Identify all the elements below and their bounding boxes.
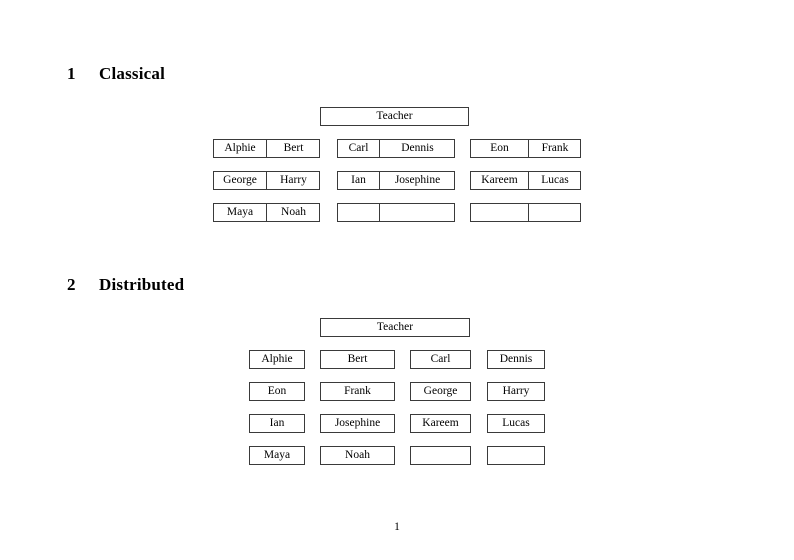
name-box[interactable]: Lucas <box>487 414 545 433</box>
pair-row[interactable]: Kareem Lucas <box>470 171 581 190</box>
name-box[interactable]: Ian <box>249 414 305 433</box>
name-box[interactable] <box>487 446 545 465</box>
page-number: 1 <box>394 521 400 533</box>
section-heading-distributed: 2 Distributed <box>67 275 184 295</box>
section-number: 1 <box>67 64 76 83</box>
section-heading-classical: 1 Classical <box>67 64 165 84</box>
name-cell[interactable] <box>529 204 581 221</box>
name-box[interactable]: Dennis <box>487 350 545 369</box>
name-cell[interactable]: Ian <box>338 172 380 189</box>
name-box[interactable]: Alphie <box>249 350 305 369</box>
name-box[interactable]: Noah <box>320 446 395 465</box>
name-cell[interactable] <box>471 204 529 221</box>
pair-row[interactable] <box>470 203 581 222</box>
name-cell[interactable]: Frank <box>541 142 569 154</box>
pair-row[interactable]: George Harry <box>213 171 320 190</box>
name-cell[interactable]: Lucas <box>541 174 569 186</box>
name-box[interactable]: Maya <box>249 446 305 465</box>
name-cell[interactable]: Harry <box>280 174 307 186</box>
pair-row[interactable]: Alphie Bert <box>213 139 320 158</box>
name-box[interactable]: Carl <box>410 350 471 369</box>
name-cell[interactable]: Noah <box>281 206 306 218</box>
name-box[interactable]: Frank <box>320 382 395 401</box>
pair-row[interactable]: Eon Frank <box>470 139 581 158</box>
name-cell[interactable]: Maya <box>214 204 267 221</box>
name-cell[interactable] <box>380 204 455 221</box>
pair-row[interactable]: Ian Josephine <box>337 171 455 190</box>
name-box[interactable]: Josephine <box>320 414 395 433</box>
name-cell[interactable]: Eon <box>471 140 529 157</box>
name-box[interactable]: Bert <box>320 350 395 369</box>
pair-row[interactable]: Maya Noah <box>213 203 320 222</box>
section-title: Distributed <box>99 275 185 294</box>
name-box[interactable]: George <box>410 382 471 401</box>
pair-row[interactable] <box>337 203 455 222</box>
teacher-box-classical[interactable]: Teacher <box>320 107 469 126</box>
name-box[interactable]: Kareem <box>410 414 471 433</box>
teacher-box-distributed[interactable]: Teacher <box>320 318 470 337</box>
name-cell[interactable]: Dennis <box>401 142 434 154</box>
name-cell[interactable]: Carl <box>338 140 380 157</box>
name-box[interactable] <box>410 446 471 465</box>
name-cell[interactable]: Kareem <box>471 172 529 189</box>
name-box[interactable]: Harry <box>487 382 545 401</box>
section-number: 2 <box>67 275 76 294</box>
name-cell[interactable]: Alphie <box>214 140 267 157</box>
name-cell[interactable]: George <box>214 172 267 189</box>
name-cell[interactable] <box>338 204 380 221</box>
pair-row[interactable]: Carl Dennis <box>337 139 455 158</box>
name-box[interactable]: Eon <box>249 382 305 401</box>
name-cell[interactable]: Bert <box>283 142 304 154</box>
section-title: Classical <box>99 64 166 83</box>
name-cell[interactable]: Josephine <box>394 174 441 186</box>
